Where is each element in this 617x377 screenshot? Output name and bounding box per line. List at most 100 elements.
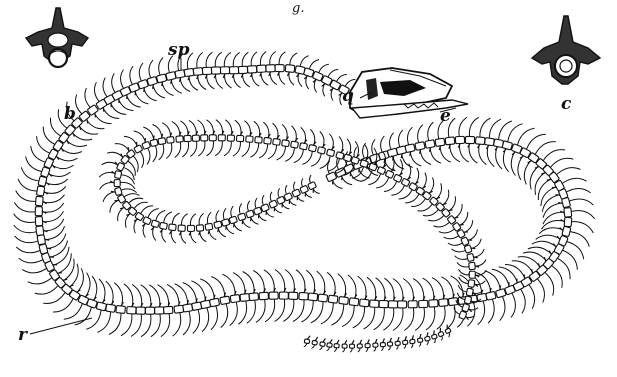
rib bbox=[519, 286, 526, 313]
vertebra bbox=[175, 70, 186, 83]
rib bbox=[535, 276, 545, 302]
vertebra bbox=[430, 330, 437, 339]
rib bbox=[563, 188, 591, 193]
vertebra bbox=[166, 72, 177, 85]
vertebra bbox=[308, 181, 319, 193]
vertebra bbox=[396, 146, 407, 159]
inner-spine bbox=[99, 120, 486, 321]
vertebra bbox=[219, 292, 230, 304]
vertebra bbox=[209, 294, 220, 307]
vertebra bbox=[558, 197, 571, 208]
vertebra bbox=[35, 207, 46, 216]
vertebra bbox=[145, 303, 154, 314]
rib bbox=[526, 282, 534, 309]
vertebra bbox=[387, 338, 393, 346]
vertebra bbox=[246, 132, 254, 142]
vertebra bbox=[415, 142, 426, 155]
rib bbox=[22, 266, 49, 273]
vertebra bbox=[425, 140, 436, 152]
vertebra bbox=[465, 136, 474, 147]
vertebra bbox=[357, 340, 362, 348]
vertebra bbox=[380, 338, 386, 346]
vertebra bbox=[136, 303, 145, 314]
vertebra bbox=[475, 137, 485, 149]
vertebra bbox=[409, 335, 415, 344]
vertebra bbox=[405, 144, 416, 157]
vertebra bbox=[38, 176, 51, 187]
vertebra bbox=[285, 65, 295, 77]
vertebra bbox=[111, 170, 122, 179]
vertebra bbox=[259, 288, 269, 299]
vertebra bbox=[159, 222, 168, 233]
vertebra bbox=[379, 296, 388, 307]
vertebra bbox=[308, 289, 318, 301]
vertebra-detail-b bbox=[26, 8, 88, 67]
tail bbox=[304, 324, 451, 352]
vertebra bbox=[178, 225, 186, 235]
label-r: r bbox=[18, 325, 28, 345]
vertebra bbox=[282, 136, 290, 147]
label-sp: sp bbox=[167, 40, 190, 60]
vertebra bbox=[289, 288, 298, 299]
vertebra bbox=[37, 234, 50, 245]
rib bbox=[19, 258, 46, 263]
vertebra bbox=[459, 311, 471, 321]
vertebra bbox=[466, 288, 477, 297]
vertebra bbox=[291, 137, 300, 148]
vertebra bbox=[35, 216, 46, 226]
vertebral-column bbox=[14, 52, 595, 353]
vertebra bbox=[200, 296, 211, 309]
vertebra bbox=[373, 339, 379, 347]
vertebra bbox=[359, 295, 369, 307]
vertebra bbox=[418, 296, 427, 307]
vertebra bbox=[370, 296, 380, 308]
vertebra bbox=[279, 288, 288, 299]
vertebra bbox=[469, 271, 479, 278]
label-c: c bbox=[561, 94, 572, 114]
vertebra bbox=[408, 297, 417, 308]
vertebra bbox=[304, 335, 310, 344]
vertebra bbox=[209, 131, 216, 141]
vertebra bbox=[402, 336, 408, 345]
vertebra bbox=[150, 220, 160, 232]
caption-fragment: g. bbox=[292, 1, 304, 16]
rib bbox=[28, 275, 55, 284]
vertebra bbox=[424, 332, 431, 341]
vertebra bbox=[255, 133, 263, 144]
vertebra bbox=[220, 67, 229, 78]
vertebra bbox=[349, 294, 359, 306]
vertebra bbox=[163, 302, 173, 314]
rib bbox=[554, 168, 580, 178]
vertebra bbox=[229, 216, 239, 228]
vertebra bbox=[342, 340, 347, 348]
vertebra-detail-c bbox=[532, 16, 600, 84]
vertebra bbox=[201, 131, 208, 141]
vertebra bbox=[334, 340, 340, 348]
vertebra bbox=[398, 297, 407, 308]
vertebra bbox=[299, 139, 308, 150]
vertebra bbox=[326, 145, 335, 157]
vertebra bbox=[312, 336, 318, 345]
vertebra bbox=[299, 288, 309, 300]
vertebra bbox=[388, 297, 397, 308]
rib bbox=[510, 290, 515, 318]
outer-spine bbox=[14, 52, 595, 337]
vertebra bbox=[560, 217, 572, 227]
vertebra bbox=[428, 296, 438, 308]
vertebra bbox=[273, 135, 281, 146]
vertebra bbox=[395, 337, 401, 345]
vertebra bbox=[236, 131, 244, 141]
vertebra bbox=[484, 138, 494, 150]
vertebra bbox=[154, 303, 163, 314]
vertebra bbox=[264, 133, 272, 144]
vertebra bbox=[365, 339, 370, 347]
vertebra bbox=[328, 291, 338, 303]
vertebra bbox=[249, 289, 259, 301]
label-e: e bbox=[440, 106, 451, 126]
label-b: b bbox=[64, 104, 76, 124]
vertebra bbox=[168, 224, 176, 235]
vertebra bbox=[275, 65, 284, 76]
vertebra bbox=[269, 288, 278, 299]
vertebra bbox=[308, 141, 317, 152]
